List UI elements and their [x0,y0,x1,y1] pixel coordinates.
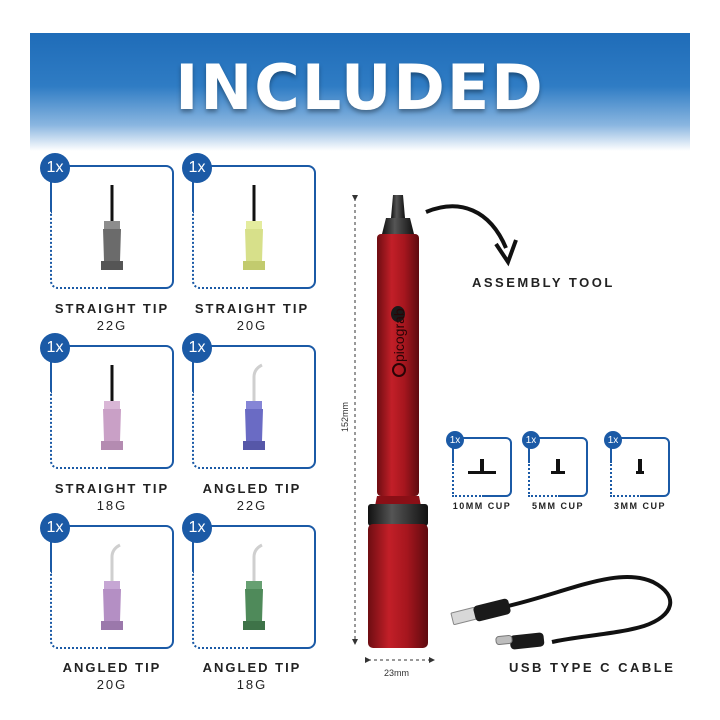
curved-arrow-icon [425,204,518,267]
quantity-badge: 1x [40,333,70,363]
tip-label: STRAIGHT TIP 20G [172,300,332,334]
quantity-badge: 1x [182,333,212,363]
tip-gauge: 22G [96,318,128,333]
tip-label: ANGLED TIP 18G [172,659,332,693]
tip-gauge: 18G [96,498,128,513]
straight-tip-icon [243,185,265,270]
tip-card [191,165,316,301]
tip-name: STRAIGHT TIP [194,301,310,316]
cup-10mm-icon [468,459,496,474]
tip-gauge: 22G [236,498,268,513]
tip-card [49,345,174,481]
cup-card [527,437,588,501]
quantity-badge: 1x [604,431,622,449]
tip-name: ANGLED TIP [62,660,162,675]
header-banner: INCLUDED [30,33,690,151]
quantity-badge: 1x [522,431,540,449]
tip-name: ANGLED TIP [202,481,302,496]
tip-name: STRAIGHT TIP [54,481,170,496]
tip-label: ANGLED TIP 22G [172,480,332,514]
usb-cable-label: USB TYPE C CABLE [509,660,676,675]
page-title: INCLUDED [175,51,545,124]
tip-gauge: 18G [236,677,268,692]
tip-name: ANGLED TIP [202,660,302,675]
angled-tip-icon [243,543,265,630]
straight-tip-icon [101,185,123,270]
quantity-badge: 1x [182,513,212,543]
tip-name: STRAIGHT TIP [54,301,170,316]
quantity-badge: 1x [446,431,464,449]
assembly-tool-image: picograb [368,195,428,648]
cup-5mm-icon [551,459,565,474]
width-dimension-label: 23mm [384,668,410,678]
usb-cable-image [450,574,673,650]
straight-tip-icon [101,365,123,450]
tip-label: ANGLED TIP 20G [32,659,192,693]
cup-label: 3MM CUP [613,501,666,511]
height-dimension-label: 152mm [340,401,351,433]
tip-card [191,345,316,481]
angled-tip-icon [101,543,123,630]
assembly-tool-label: ASSEMBLY TOOL [472,275,615,290]
quantity-badge: 1x [40,153,70,183]
cup-card [451,437,512,501]
tip-label: STRAIGHT TIP 22G [32,300,192,334]
tool-brand: picograb [391,308,407,362]
tip-gauge: 20G [236,318,268,333]
tip-gauge: 20G [96,677,128,692]
tip-card [191,525,316,661]
tip-card [49,165,174,301]
angled-tip-icon [243,363,265,450]
cup-label: 10MM CUP [452,501,512,511]
quantity-badge: 1x [40,513,70,543]
tip-card [49,525,174,661]
tip-label: STRAIGHT TIP 18G [32,480,192,514]
cup-3mm-icon [636,459,644,474]
cup-label: 5MM CUP [531,501,584,511]
cup-card [609,437,670,501]
quantity-badge: 1x [182,153,212,183]
